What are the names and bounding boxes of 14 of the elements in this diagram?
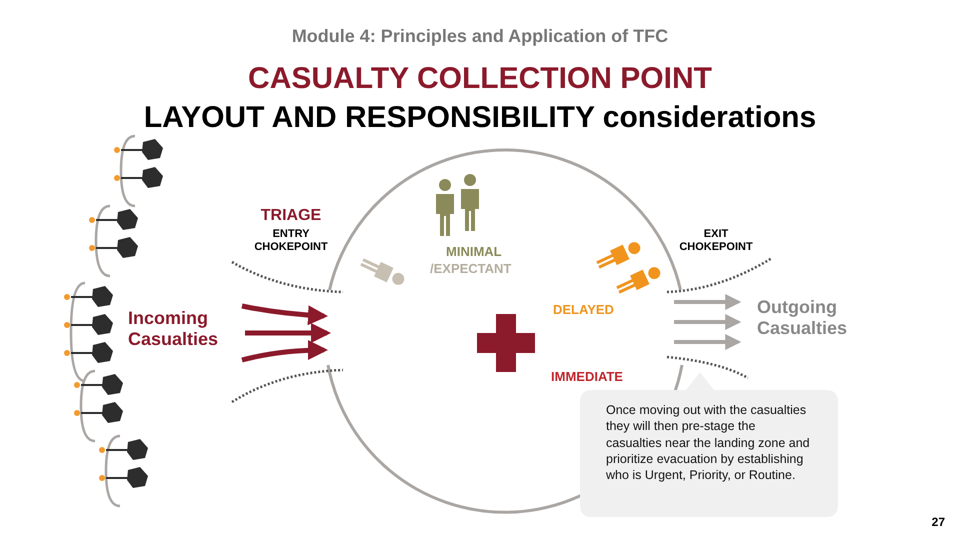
flow-label: Incoming Casualties bbox=[128, 308, 220, 350]
slide-title: CASUALTY COLLECTION POINT bbox=[247, 62, 713, 96]
page-number: 27 bbox=[930, 516, 945, 530]
category-label: IMMEDIATE bbox=[551, 370, 623, 385]
zone-label: TRIAGE bbox=[260, 207, 322, 226]
flow-label: Outgoing Casualties bbox=[757, 297, 848, 338]
slide-subtitle: LAYOUT AND RESPONSIBILITY considerations bbox=[142, 101, 818, 136]
chokepoint-label: EXIT CHOKEPOINT bbox=[678, 228, 754, 254]
category-label: /EXPECTANT bbox=[430, 262, 512, 277]
module-heading: Module 4: Principles and Application of TFC bbox=[290, 26, 670, 47]
category-label: MINIMAL bbox=[446, 245, 502, 260]
callout-text: Once moving out with the casualties they will then pre-stage the casualties near the landing zone and prioritize evacuation by establishing who is Urgent, Priority, or Routine. bbox=[606, 402, 811, 484]
category-label: DELAYED bbox=[553, 303, 614, 318]
chokepoint-label: ENTRY CHOKEPOINT bbox=[253, 228, 329, 254]
